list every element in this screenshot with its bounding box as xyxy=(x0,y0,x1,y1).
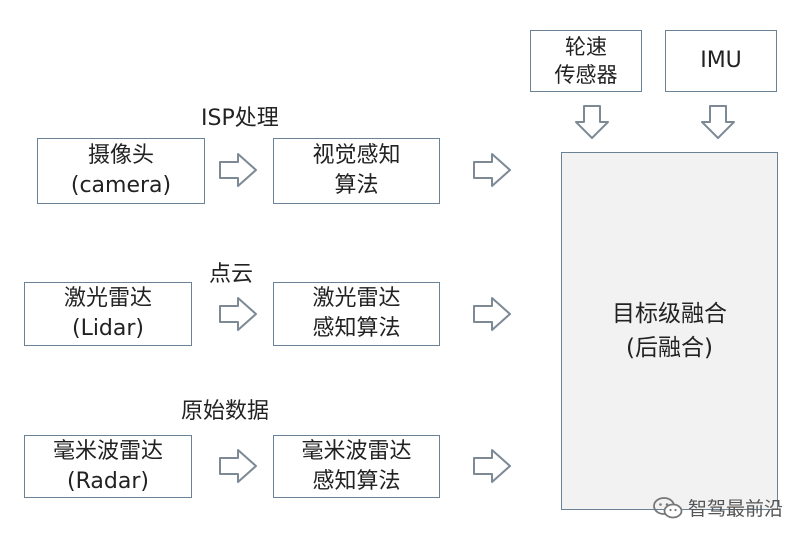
wechat-logo-icon xyxy=(653,496,683,518)
down-arrow-icon xyxy=(574,104,610,140)
radar-sensor-line-1: 毫米波雷达 xyxy=(52,438,163,464)
point-cloud-label: 点云 xyxy=(209,262,254,287)
wheel-speed-label-line-1: 轮速 xyxy=(565,35,607,59)
wheel-speed-label-line-2: 传感器 xyxy=(554,63,618,87)
camera-sensor-box: 摄像头 (camera) xyxy=(37,138,205,204)
right-arrow-icon xyxy=(472,296,512,332)
vision-algorithm-line-2: 算法 xyxy=(334,173,379,198)
watermark: 智驾最前沿 xyxy=(652,494,783,521)
lidar-sensor-line-1: 激光雷达 xyxy=(63,286,152,311)
imu-box: IMU xyxy=(665,30,777,92)
watermark-text: 智驾最前沿 xyxy=(688,498,784,520)
lidar-algorithm-line-2: 感知算法 xyxy=(312,316,401,341)
target-level-fusion-box: 目标级融合 (后融合) xyxy=(561,152,778,510)
wheel-speed-sensor-box: 轮速 传感器 xyxy=(530,30,642,92)
radar-algorithm-line-2: 感知算法 xyxy=(312,468,401,494)
right-arrow-icon xyxy=(218,152,258,188)
camera-sensor-line-2: (camera) xyxy=(70,173,172,198)
radar-sensor-line-2: (Radar) xyxy=(67,468,149,494)
down-arrow-icon xyxy=(700,104,736,140)
vision-algorithm-box: 视觉感知 算法 xyxy=(273,138,440,204)
radar-sensor-box: 毫米波雷达 (Radar) xyxy=(24,435,192,498)
right-arrow-icon xyxy=(472,448,512,484)
right-arrow-icon xyxy=(472,152,512,188)
right-arrow-icon xyxy=(218,448,258,484)
right-arrow-icon xyxy=(218,296,258,332)
lidar-algorithm-line-1: 激光雷达 xyxy=(312,286,401,311)
fusion-label-line-2: (后融合) xyxy=(626,335,713,361)
lidar-sensor-box: 激光雷达 (Lidar) xyxy=(24,282,192,346)
lidar-sensor-line-2: (Lidar) xyxy=(71,316,145,341)
imu-label: IMU xyxy=(700,48,742,73)
radar-algorithm-line-1: 毫米波雷达 xyxy=(301,438,412,464)
isp-processing-label: ISP处理 xyxy=(201,106,279,131)
raw-data-label: 原始数据 xyxy=(181,399,270,424)
lidar-algorithm-box: 激光雷达 感知算法 xyxy=(273,282,440,346)
vision-algorithm-line-1: 视觉感知 xyxy=(312,143,401,168)
radar-algorithm-box: 毫米波雷达 感知算法 xyxy=(273,435,440,498)
fusion-label-line-1: 目标级融合 xyxy=(612,301,727,327)
camera-sensor-line-1: 摄像头 xyxy=(87,143,154,168)
